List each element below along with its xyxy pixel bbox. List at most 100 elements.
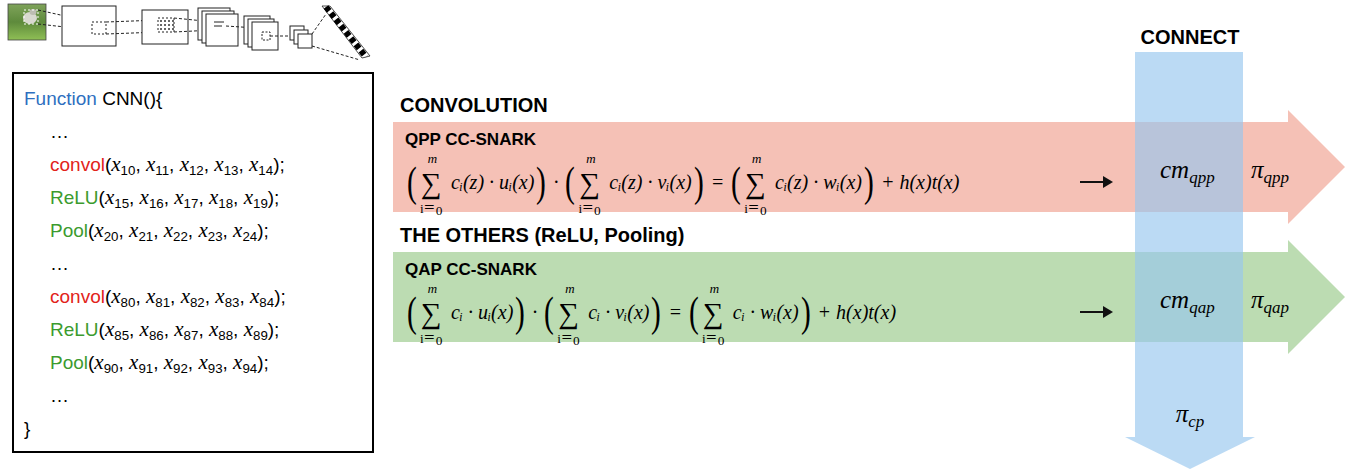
code-text: , bbox=[135, 154, 146, 175]
keyword: convol bbox=[50, 154, 105, 175]
sum-lower: ᵢ₌₀ bbox=[420, 328, 443, 340]
code-line: convol(x80, x81, x82, x83, x84); bbox=[50, 280, 286, 313]
sum-lower: ᵢ₌₀ bbox=[557, 328, 580, 340]
sigma: ∑ bbox=[421, 170, 442, 198]
commitment-symbol: cmqpp bbox=[1160, 155, 1215, 185]
summation: ∑ᵢ₌₀ᵐ bbox=[420, 284, 443, 340]
sum-upper: ᵐ bbox=[751, 154, 760, 171]
variable: x bbox=[198, 350, 207, 374]
symbol-subscript: qap bbox=[1264, 298, 1290, 317]
variable: x bbox=[164, 218, 173, 242]
section-heading: CONNECT bbox=[1141, 26, 1240, 49]
code-text: , bbox=[223, 352, 234, 373]
subscript-index: 21 bbox=[138, 229, 153, 244]
equation-term: cᵢ(z) · vᵢ(x) bbox=[604, 171, 691, 193]
variable: x bbox=[215, 284, 224, 308]
code-box: Function CNN(){…convol(x10, x11, x12, x1… bbox=[12, 72, 374, 453]
proof-symbol: πqap bbox=[1251, 285, 1289, 315]
sigma: ∑ bbox=[580, 170, 601, 198]
variable: x bbox=[94, 218, 103, 242]
subscript-index: 24 bbox=[242, 229, 257, 244]
sum-upper: ᵐ bbox=[585, 154, 594, 171]
cnn-layers bbox=[38, 6, 370, 60]
symbol-subscript: qap bbox=[1189, 298, 1215, 317]
code-text: , bbox=[198, 187, 209, 208]
equation: (∑ᵢ₌₀ᵐ cᵢ(z) · uᵢ(x)) · (∑ᵢ₌₀ᵐ cᵢ(z) · v… bbox=[405, 154, 959, 210]
code-text: , bbox=[153, 352, 164, 373]
variable: x bbox=[214, 152, 223, 176]
sigma: ∑ bbox=[745, 170, 766, 198]
subscript-index: 16 bbox=[149, 196, 164, 211]
variable: x bbox=[174, 185, 183, 209]
variable: x bbox=[140, 317, 149, 341]
code-line: } bbox=[24, 412, 30, 445]
variable: x bbox=[250, 284, 259, 308]
sum-lower: ᵢ₌₀ bbox=[744, 198, 767, 210]
code-line: Function CNN(){ bbox=[24, 82, 162, 115]
code-text: … bbox=[50, 121, 69, 142]
variable: x bbox=[180, 152, 189, 176]
code-text: ( bbox=[99, 187, 105, 208]
variable: x bbox=[94, 350, 103, 374]
subscript-index: 81 bbox=[155, 295, 170, 310]
subscript-index: 13 bbox=[224, 163, 239, 178]
subscript-index: 18 bbox=[218, 196, 233, 211]
variable: x bbox=[164, 350, 173, 374]
equation-term: + h(x)t(x) bbox=[813, 301, 896, 323]
variable: x bbox=[233, 218, 242, 242]
equation-term: = bbox=[663, 301, 687, 323]
variable: x bbox=[181, 284, 190, 308]
code-text: ( bbox=[105, 154, 111, 175]
big-paren: ) bbox=[652, 291, 662, 333]
code-line: Pool(x20, x21, x22, x23, x24); bbox=[50, 214, 269, 247]
sum-upper: ᵐ bbox=[564, 284, 573, 301]
variable: x bbox=[105, 185, 114, 209]
subscript-index: 19 bbox=[253, 196, 268, 211]
variable: x bbox=[146, 284, 155, 308]
sigma: ∑ bbox=[558, 300, 579, 328]
connect-arrow: CONNECTπcp bbox=[1125, 20, 1255, 471]
code-text: ); bbox=[268, 319, 280, 340]
summation: ∑ᵢ₌₀ ᵐ bbox=[557, 284, 580, 340]
subscript-index: 80 bbox=[121, 295, 136, 310]
snark-title: QAP CC-SNARK bbox=[405, 260, 537, 280]
subscript-index: 85 bbox=[114, 328, 129, 343]
summation: ∑ᵢ₌₀ᵐ bbox=[420, 154, 443, 210]
subscript-index: 82 bbox=[190, 295, 205, 310]
code-text: , bbox=[118, 220, 129, 241]
symbol-base: cm bbox=[1160, 286, 1189, 313]
section-heading: CONVOLUTION bbox=[400, 94, 548, 117]
variable: x bbox=[146, 152, 155, 176]
variable: x bbox=[233, 350, 242, 374]
proof-symbol: πqpp bbox=[1251, 155, 1289, 185]
big-paren: ( bbox=[544, 291, 554, 333]
code-text: ); bbox=[274, 286, 286, 307]
code-text: CNN(){ bbox=[97, 88, 162, 109]
equation: (∑ᵢ₌₀ᵐ cᵢ · uᵢ(x)) · (∑ᵢ₌₀ᵐ cᵢ · vᵢ(x)) … bbox=[405, 284, 896, 340]
big-paren: ) bbox=[801, 291, 811, 333]
code-text: , bbox=[239, 286, 250, 307]
subscript-index: 17 bbox=[184, 196, 199, 211]
code-text: , bbox=[170, 286, 181, 307]
subscript-index: 87 bbox=[184, 328, 199, 343]
subscript-index: 10 bbox=[121, 163, 136, 178]
code-text: , bbox=[238, 154, 249, 175]
code-text: , bbox=[129, 187, 140, 208]
equation-term: cᵢ · wᵢ(x) bbox=[728, 301, 799, 323]
big-paren: ( bbox=[689, 291, 699, 333]
code-text: ); bbox=[257, 220, 269, 241]
variable: x bbox=[111, 284, 120, 308]
code-text: ); bbox=[273, 154, 285, 175]
arrow-head bbox=[1103, 176, 1113, 188]
symbol-subscript: qpp bbox=[1264, 168, 1290, 187]
input-image bbox=[8, 4, 46, 40]
sum-upper: ᵐ bbox=[427, 284, 436, 301]
sum-lower: ᵢ₌₀ bbox=[420, 198, 443, 210]
equation-term: · bbox=[527, 301, 542, 323]
sigma: ∑ bbox=[703, 300, 724, 328]
variable: x bbox=[105, 317, 114, 341]
subscript-index: 88 bbox=[218, 328, 233, 343]
connect-arrow-shape bbox=[1125, 20, 1255, 471]
sum-lower: ᵢ₌₀ bbox=[702, 328, 725, 340]
